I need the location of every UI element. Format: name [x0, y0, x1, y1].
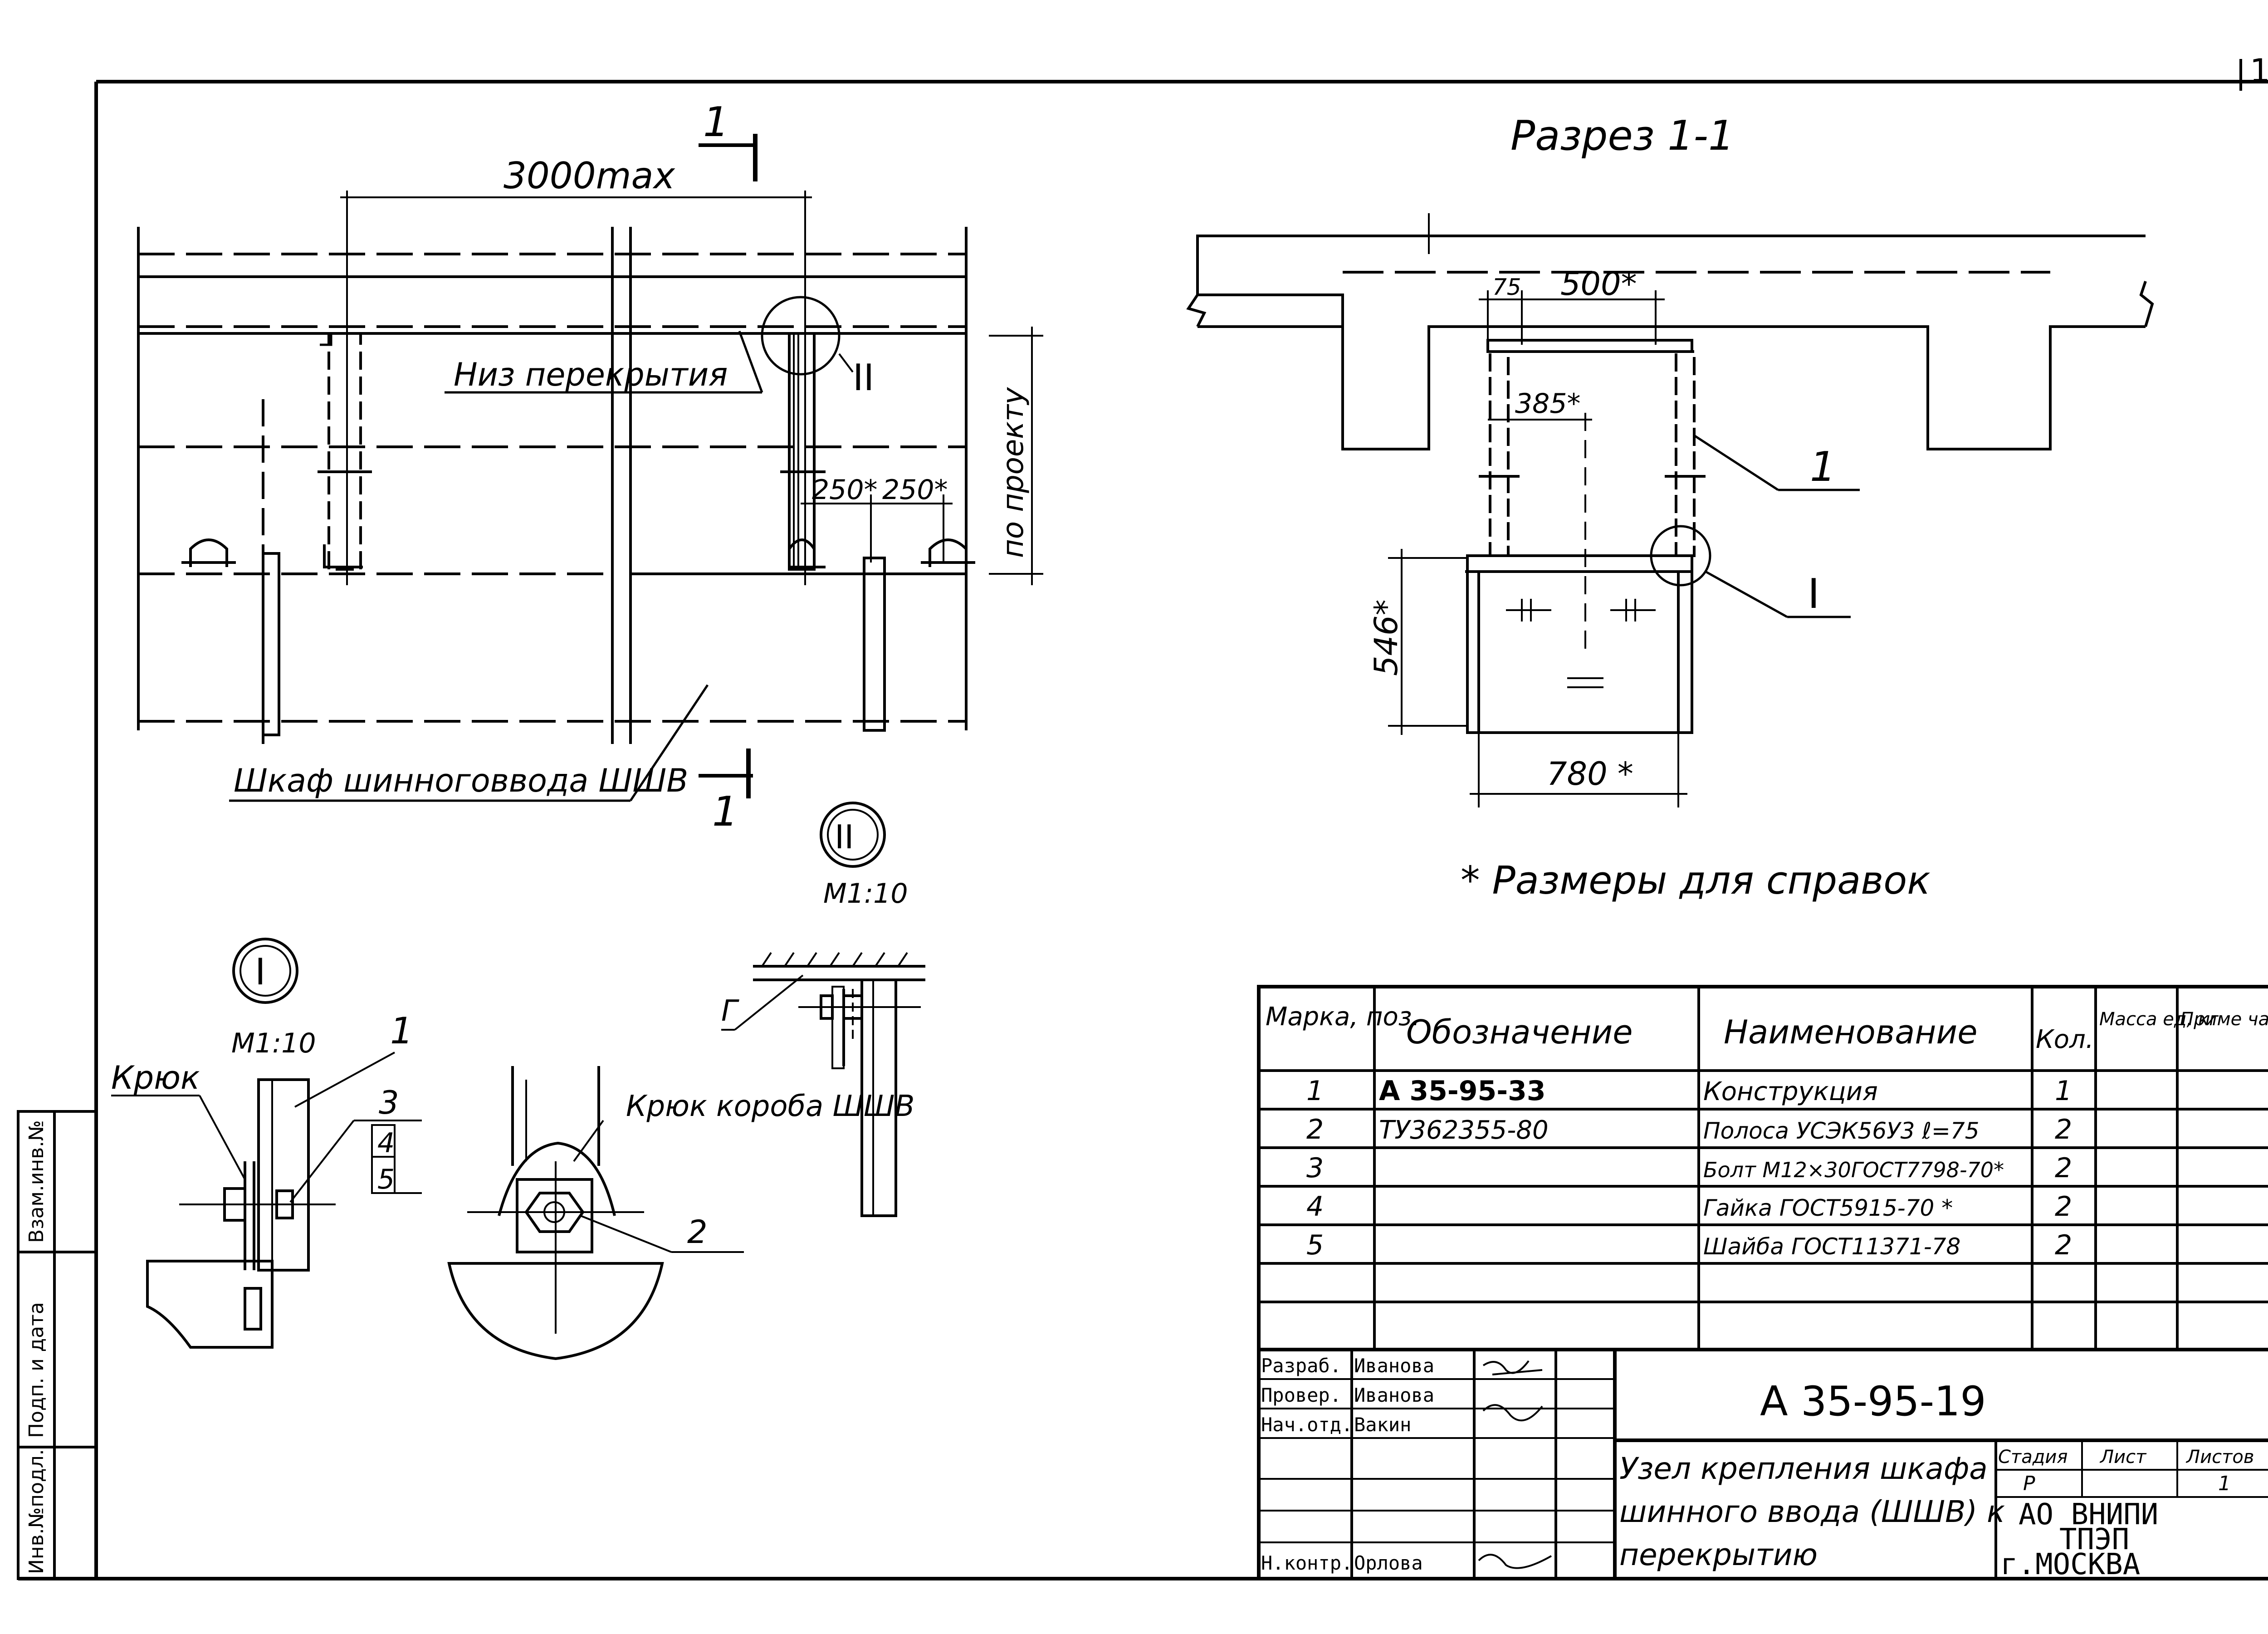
detail-i-pos-3: 3 — [379, 1084, 399, 1121]
row-mark: 5 — [1306, 1229, 1324, 1261]
dim-75: 75 — [1492, 274, 1521, 300]
org-line-3: г.МОСКВА — [2000, 1548, 2140, 1581]
row-name: Гайка ГОСТ5915-70 * — [1703, 1195, 1953, 1221]
dim-546: 546* — [1368, 599, 1405, 676]
side-stamp-replace: Взам.инв.№ — [25, 1120, 48, 1243]
row-qty: 2 — [2055, 1191, 2072, 1223]
section-1-1: Разрез 1-1 75 500* 385* — [1186, 112, 2154, 903]
name-develop: Иванова — [1354, 1355, 1434, 1377]
title-line-2: шинного ввода (ШШВ) к — [1619, 1494, 2005, 1529]
detail-i-pos-5: 5 — [377, 1164, 395, 1195]
dim-span: 3000max — [503, 155, 676, 197]
signature — [1482, 1404, 1543, 1422]
callout-ii-label: II — [853, 357, 874, 399]
table-row: 1 А 35-95-33 Конструкция 1 — [1306, 1075, 2072, 1107]
role-develop: Разраб. — [1261, 1355, 1341, 1377]
detail-i-number: I — [255, 951, 266, 993]
org-line-2: ТПЭП — [2059, 1523, 2129, 1556]
detail-i-pos-1: 1 — [390, 1010, 413, 1052]
section-mark-bottom: 1 — [712, 788, 738, 836]
dim-250-b: 250* — [882, 474, 948, 506]
row-name: Болт М12×30ГОСТ7798-70* — [1703, 1158, 2004, 1182]
row-mark: 1 — [1306, 1075, 1324, 1107]
detail-ii-scale: М1:10 — [823, 878, 908, 910]
row-name: Конструкция — [1703, 1077, 1878, 1106]
dim-500: 500* — [1560, 265, 1637, 303]
role-head: Нач.отд. — [1261, 1414, 1353, 1436]
side-stamp-inv: Инв.№подл. — [25, 1449, 48, 1574]
side-stamp: Инв.№подл. Подп. и дата Взам.инв.№ — [17, 1110, 98, 1580]
callout-i-label: I — [1808, 570, 1820, 618]
header-mark: Марка, поз. — [1266, 1002, 1420, 1032]
label-cabinet: Шкаф шинноговвода ШШВ — [234, 762, 688, 799]
sheets-header: Листов — [2185, 1447, 2254, 1468]
table-row: 4 Гайка ГОСТ5915-70 * 2 — [1306, 1191, 2072, 1223]
header-qty: Кол. — [2036, 1025, 2094, 1054]
header-name: Наименование — [1724, 1013, 1978, 1051]
doc-code: А 35-95-19 — [1760, 1378, 1986, 1425]
row-qty: 2 — [2055, 1152, 2072, 1184]
reference-note: * Размеры для справок — [1461, 858, 1931, 903]
role-check: Провер. — [1261, 1384, 1341, 1406]
dim-780: 780 * — [1547, 755, 1633, 793]
title-block: Разраб. Иванова Провер. Иванова Нач.отд.… — [1257, 1348, 2268, 1581]
detail-ii: II М1:10 Г — [721, 802, 925, 1217]
detail-ii-label-g: Г — [721, 994, 739, 1028]
dim-by-project: по проекту — [997, 387, 1030, 558]
row-qty: 2 — [2055, 1229, 2072, 1261]
row-qty: 1 — [2055, 1075, 2072, 1107]
table-row: 2 ТУ362355-80 Полоса УСЭК56У3 ℓ=75 2 — [1306, 1114, 2072, 1145]
label-floor-bottom: Низ перекрытия — [454, 356, 728, 393]
spec-table: Марка, поз. Обозначение Наименование Кол… — [1257, 985, 2268, 1351]
table-row: 3 Болт М12×30ГОСТ7798-70* 2 — [1306, 1152, 2072, 1184]
dim-385: 385* — [1515, 388, 1581, 420]
title-line-3: перекрытию — [1619, 1537, 1818, 1572]
detail-ii-number: II — [835, 818, 854, 856]
row-mark: 3 — [1306, 1152, 1324, 1184]
detail-i: I М1:10 1 Крюк 3 4 5 — [111, 938, 422, 1349]
row-mark: 4 — [1306, 1191, 1324, 1223]
section-pos-1: 1 — [1810, 443, 1836, 491]
detail-hook-pos-2: 2 — [687, 1213, 708, 1251]
detail-i-hook-label: Крюк — [111, 1059, 200, 1096]
dim-250-a: 250* — [812, 474, 878, 506]
name-check: Иванова — [1354, 1384, 1434, 1406]
row-designation: А 35-95-33 — [1379, 1075, 1546, 1107]
role-norm: Н.контр. — [1261, 1552, 1353, 1574]
detail-i-scale: М1:10 — [231, 1027, 316, 1059]
stage-header: Стадия — [1998, 1447, 2068, 1468]
detail-hook-label: Крюк короба ШШВ — [626, 1090, 914, 1123]
header-mass: Масса ед, кг — [2099, 1009, 2219, 1030]
sheets-value: 1 — [2218, 1472, 2231, 1495]
org-text: АО ВНИПИ ТПЭП г.МОСКВА — [2000, 1498, 2176, 1581]
signature — [1478, 1554, 1552, 1569]
section-title: Разрез 1-1 — [1510, 112, 1734, 160]
detail-hook: Крюк короба ШШВ 2 — [447, 1066, 914, 1360]
header-note: Приме чание — [2180, 1009, 2268, 1030]
row-qty: 2 — [2055, 1114, 2072, 1145]
page-number: 14 — [2250, 52, 2268, 89]
row-mark: 2 — [1306, 1114, 1324, 1145]
name-norm: Орлова — [1354, 1552, 1423, 1574]
name-head: Вакин — [1354, 1414, 1411, 1436]
row-name: Шайба ГОСТ11371-78 — [1703, 1233, 1960, 1260]
row-designation: ТУ362355-80 — [1379, 1115, 1549, 1145]
title-line-1: Узел крепления шкафа — [1619, 1451, 1988, 1486]
table-row: 5 Шайба ГОСТ11371-78 2 — [1306, 1229, 2072, 1261]
stage-value: Р — [2023, 1472, 2035, 1495]
detail-i-pos-4: 4 — [377, 1127, 395, 1159]
side-stamp-sign: Подп. и дата — [25, 1302, 48, 1438]
header-designation: Обозначение — [1406, 1013, 1633, 1051]
sheet-header: Лист — [2099, 1447, 2147, 1468]
row-name: Полоса УСЭК56У3 ℓ=75 — [1703, 1118, 1980, 1144]
title-text: Узел крепления шкафа шинного ввода (ШШВ)… — [1619, 1451, 2014, 1572]
plan-view: 1 1 3000max — [137, 98, 1043, 836]
section-mark-top: 1 — [703, 98, 729, 146]
signature — [1482, 1360, 1543, 1375]
